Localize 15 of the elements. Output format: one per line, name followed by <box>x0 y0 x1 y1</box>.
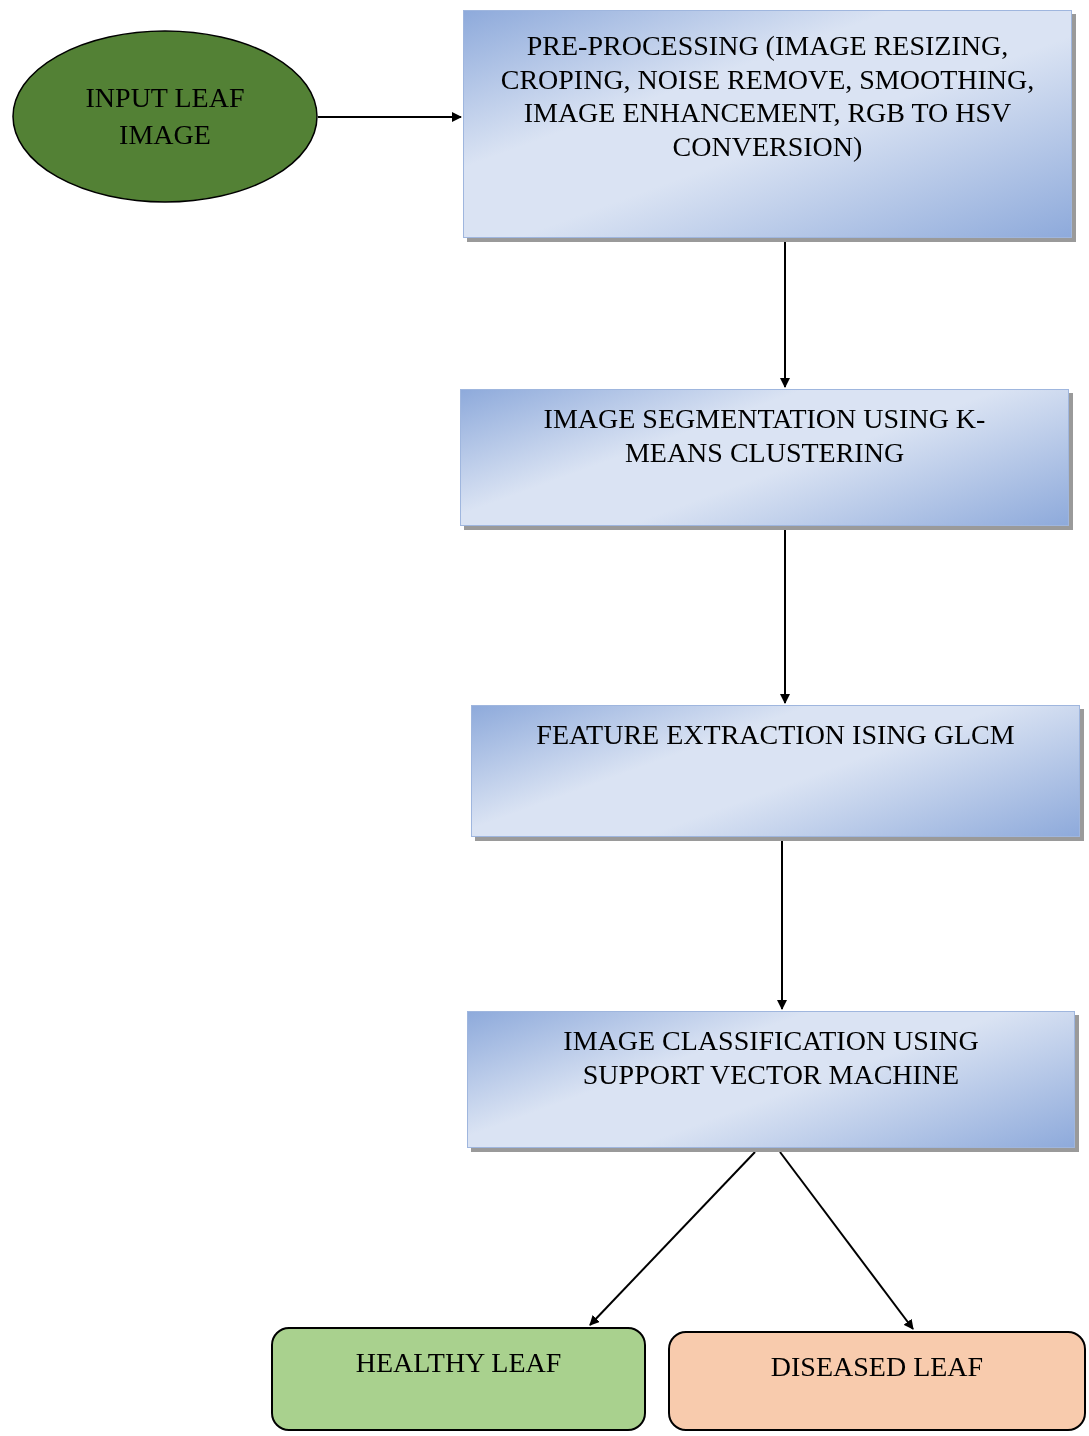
step-label: HEALTHY LEAF <box>355 1346 562 1380</box>
result-box <box>668 1331 1086 1431</box>
step-label: IMAGE CLASSIFICATION USING SUPPORT VECTOR MACHINE <box>562 1024 980 1092</box>
arrow <box>780 241 790 388</box>
step-label: FEATURE EXTRACTION ISING GLCM <box>536 718 1015 752</box>
arrow <box>317 112 462 122</box>
arrow <box>780 529 790 704</box>
arrow <box>589 1151 756 1326</box>
result-box <box>271 1327 646 1431</box>
step-label: IMAGE SEGMENTATION USING K-MEANS CLUSTERING <box>542 402 987 470</box>
step-label: PRE-PROCESSING (IMAGE RESIZING, CROPING, NOISE REMOVE, SMOOTHING, IMAGE ENHANCEMENT, RGB TO HSV CONVERSION) <box>499 29 1036 164</box>
step-label: DISEASED LEAF <box>770 1350 984 1384</box>
arrow <box>779 1151 914 1330</box>
arrow <box>777 840 787 1010</box>
step-label: INPUT LEAF IMAGE <box>84 81 246 152</box>
